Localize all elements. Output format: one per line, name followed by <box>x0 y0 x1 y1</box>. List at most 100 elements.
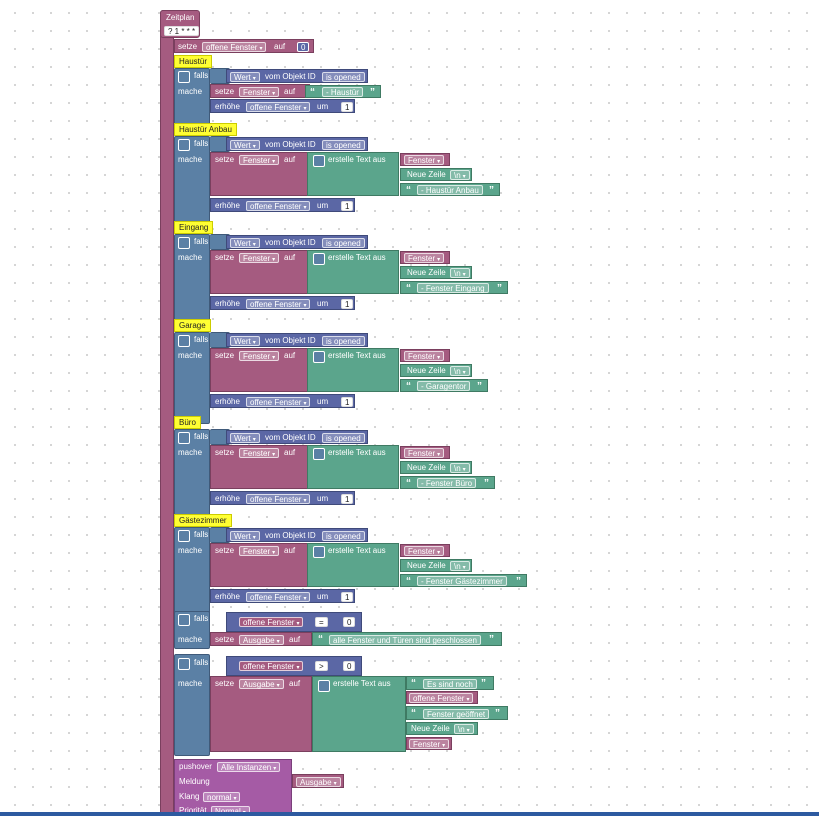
increment-var-dropdown[interactable]: offene Fenster▾ <box>246 397 311 407</box>
newline-block[interactable]: Neue Zeile\n▾ <box>400 168 472 181</box>
variable-get-block[interactable]: Fenster▾ <box>400 349 450 362</box>
operator-dropdown[interactable]: > <box>315 661 328 671</box>
gear-icon[interactable] <box>178 139 190 151</box>
text-field[interactable]: Es sind noch <box>423 679 477 689</box>
wert-dropdown[interactable]: Wert▾ <box>230 336 260 346</box>
text-block[interactable]: “- Fenster Gästezimmer” <box>400 574 527 587</box>
newline-block[interactable]: Neue Zeile\n▾ <box>400 266 472 279</box>
cron-field[interactable]: ? 1 * * * <box>164 26 200 36</box>
text-block[interactable]: “- Haustür” <box>305 85 381 98</box>
gear-icon[interactable] <box>313 155 325 167</box>
variable-get-block[interactable]: Fenster▾ <box>400 446 450 459</box>
join-text-block[interactable]: erstelle Text aus <box>312 676 406 752</box>
variable-dropdown[interactable]: Fenster▾ <box>404 448 445 458</box>
gear-icon[interactable] <box>178 530 190 542</box>
init-value[interactable]: 0 <box>297 42 310 52</box>
text-field[interactable]: alle Fenster und Türen sind geschlossen <box>329 635 481 645</box>
compare-value[interactable]: 0 <box>343 617 356 627</box>
section-comment[interactable]: Garage <box>174 319 211 332</box>
text-field[interactable]: - Fenster Eingang <box>417 283 489 293</box>
variable-dropdown[interactable]: Fenster▾ <box>239 155 280 165</box>
section-comment[interactable]: Gästezimmer <box>174 514 232 527</box>
join-text-block[interactable]: erstelle Text aus <box>307 445 399 489</box>
increment-value[interactable]: 1 <box>341 592 354 602</box>
variable-dropdown[interactable]: Fenster▾ <box>239 448 280 458</box>
variable-dropdown[interactable]: Fenster▾ <box>404 155 445 165</box>
compare-block[interactable]: offene Fenster▾=0 <box>226 612 362 632</box>
section-comment[interactable]: Haustür <box>174 55 213 68</box>
gear-icon[interactable] <box>178 658 190 670</box>
newline-block[interactable]: Neue Zeile\n▾ <box>400 461 472 474</box>
text-block[interactable]: “Es sind noch” <box>406 676 494 690</box>
object-id-field[interactable]: is opened <box>322 72 365 82</box>
gear-icon[interactable] <box>318 680 330 692</box>
text-field[interactable]: - Fenster Gästezimmer <box>417 576 507 586</box>
increment-var-dropdown[interactable]: offene Fenster▾ <box>246 494 311 504</box>
gear-icon[interactable] <box>313 546 325 558</box>
section-comment[interactable]: Büro <box>174 416 201 429</box>
text-block[interactable]: “- Haustür Anbau” <box>400 183 500 196</box>
newline-dropdown[interactable]: \n▾ <box>450 170 470 180</box>
newline-dropdown[interactable]: \n▾ <box>450 366 470 376</box>
newline-block[interactable]: Neue Zeile\n▾ <box>400 364 472 377</box>
increment-var-dropdown[interactable]: offene Fenster▾ <box>246 592 311 602</box>
join-text-block[interactable]: erstelle Text aus <box>307 250 399 294</box>
text-field[interactable]: - Fenster Büro <box>417 478 477 488</box>
gear-icon[interactable] <box>313 253 325 265</box>
variable-dropdown[interactable]: Fenster▾ <box>239 546 280 556</box>
wert-dropdown[interactable]: Wert▾ <box>230 531 260 541</box>
gear-icon[interactable] <box>178 237 190 249</box>
increment-var-dropdown[interactable]: offene Fenster▾ <box>246 102 311 112</box>
increment-value[interactable]: 1 <box>341 201 354 211</box>
newline-dropdown[interactable]: \n▾ <box>450 268 470 278</box>
init-set-block[interactable]: setze offene Fenster▾ auf 0 <box>174 39 314 53</box>
increment-value[interactable]: 1 <box>341 102 354 112</box>
compare-value[interactable]: 0 <box>343 661 356 671</box>
section-comment[interactable]: Eingang <box>174 221 214 234</box>
object-id-field[interactable]: is opened <box>322 140 365 150</box>
object-id-field[interactable]: is opened <box>322 531 365 541</box>
gear-icon[interactable] <box>178 614 190 626</box>
wert-dropdown[interactable]: Wert▾ <box>230 140 260 150</box>
variable-dropdown[interactable]: Fenster▾ <box>239 87 280 97</box>
variable-get-block[interactable]: Fenster▾ <box>400 544 450 557</box>
schedule-trigger-block[interactable] <box>160 10 174 816</box>
text-field[interactable]: - Garagentor <box>417 381 471 391</box>
meldung-variable-block[interactable]: Ausgabe▾ <box>292 774 344 788</box>
object-id-field[interactable]: is opened <box>322 238 365 248</box>
wert-dropdown[interactable]: Wert▾ <box>230 72 260 82</box>
schedule-trigger-header[interactable]: Zeitplan ? 1 * * * <box>160 10 200 38</box>
gear-icon[interactable] <box>178 432 190 444</box>
variable-get-block[interactable]: Fenster▾ <box>400 153 450 166</box>
object-id-field[interactable]: is opened <box>322 433 365 443</box>
increment-value[interactable]: 1 <box>341 299 354 309</box>
variable-get-block[interactable]: Fenster▾ <box>406 737 452 750</box>
variable-dropdown[interactable]: Fenster▾ <box>409 739 450 749</box>
compare-block[interactable]: offene Fenster▾>0 <box>226 656 362 676</box>
variable-dropdown[interactable]: Ausgabe▾ <box>239 635 284 645</box>
variable-dropdown[interactable]: offene Fenster▾ <box>409 693 474 703</box>
gear-icon[interactable] <box>313 351 325 363</box>
join-text-block[interactable]: erstelle Text aus <box>307 152 399 196</box>
text-block[interactable]: “- Garagentor” <box>400 379 488 392</box>
newline-dropdown[interactable]: \n▾ <box>454 724 474 734</box>
gear-icon[interactable] <box>178 71 190 83</box>
